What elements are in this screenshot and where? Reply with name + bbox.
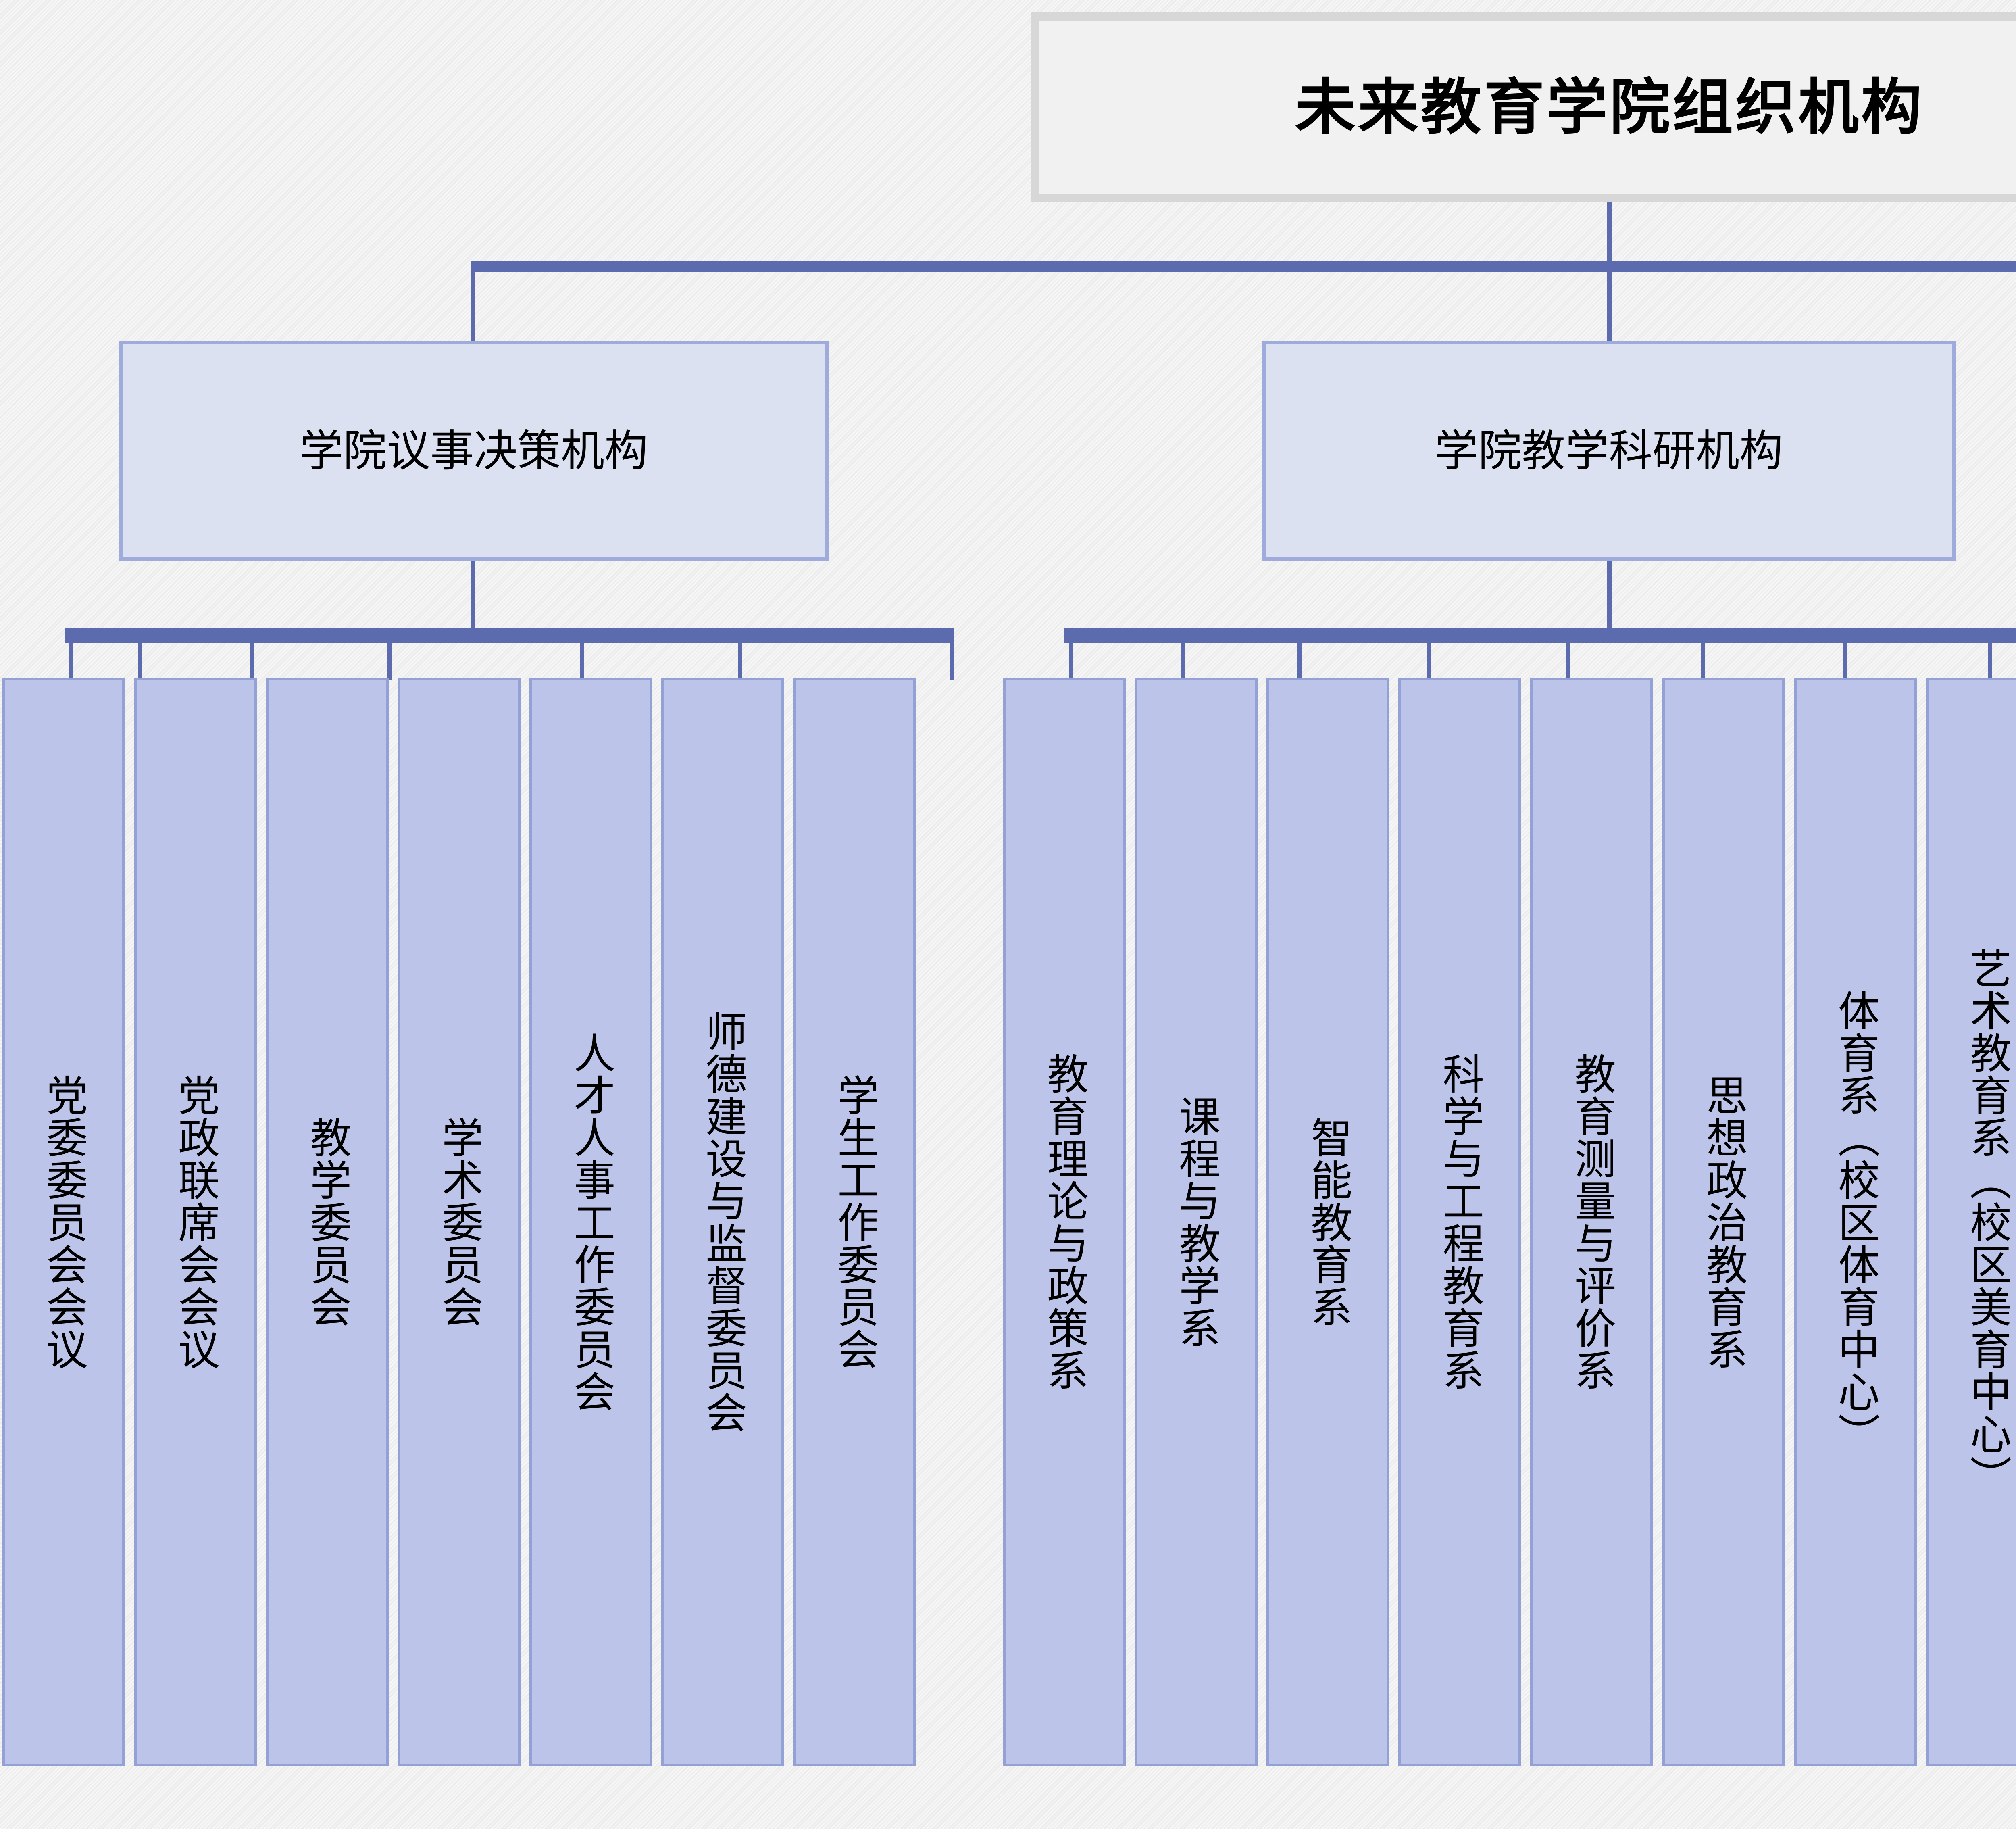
root-node: 未来教育学院组织机构 xyxy=(1031,12,2016,202)
leaf-label: 师德建设与监督委员会 xyxy=(700,1010,746,1434)
leaf-node[interactable]: 师德建设与监督委员会 xyxy=(661,678,784,1766)
leaf-label: 课程与教学系 xyxy=(1173,1095,1220,1349)
top-distribution-bus xyxy=(471,261,2016,272)
branch-node-academic[interactable]: 学院教学科研机构 xyxy=(1262,341,1956,561)
branch-node-decision[interactable]: 学院议事决策机构 xyxy=(119,341,829,561)
leaf-drop-connector xyxy=(1427,639,1431,680)
leaf-drop-connector xyxy=(1843,639,1847,680)
leaf-node[interactable]: 教育理论与政策系 xyxy=(1003,678,1126,1766)
branch-label-line1: 学院教学科研机构 xyxy=(1434,426,1783,475)
leaf-node[interactable]: 体育系（校区体育中心） xyxy=(1794,678,1917,1766)
leaf-drop-connector xyxy=(1069,639,1073,680)
leaf-drop-connector xyxy=(250,639,254,680)
leaf-label: 党政联席会会议 xyxy=(172,1074,219,1370)
leaf-label: 科学与工程教育系 xyxy=(1437,1053,1483,1391)
leaf-label: 党委委员会会议 xyxy=(40,1074,87,1370)
leaf-drop-connector xyxy=(580,639,584,680)
leaf-drop-connector xyxy=(69,639,73,680)
page-title: 未来教育学院组织机构 xyxy=(1295,73,1924,141)
leaf-label: 教育测量与评价系 xyxy=(1568,1053,1615,1391)
leaf-node[interactable]: 人才人事工作委员会 xyxy=(529,678,652,1766)
leaf-node[interactable]: 学术委员会 xyxy=(398,678,521,1766)
leaf-label: 思想政治教育系 xyxy=(1700,1074,1747,1370)
branch-label-line1: 学院议事决策机构 xyxy=(299,426,648,475)
leaf-label: 智能教育系 xyxy=(1305,1116,1352,1328)
branch2-stem-connector xyxy=(1607,561,1612,633)
branch-drop-connector-1 xyxy=(471,261,475,342)
leaf-label: 人才人事工作委员会 xyxy=(568,1031,614,1413)
leaf-drop-connector xyxy=(1181,639,1185,680)
leaf-label: 学生工作委员会 xyxy=(831,1074,878,1370)
leaf-node[interactable]: 学生工作委员会 xyxy=(793,678,916,1766)
leaf-node[interactable]: 智能教育系 xyxy=(1266,678,1389,1766)
root-stem-connector xyxy=(1607,202,1612,264)
leaf-node[interactable]: 课程与教学系 xyxy=(1135,678,1258,1766)
leaf-drop-connector xyxy=(387,639,392,680)
leaf-drop-connector xyxy=(1297,639,1302,680)
leaf-drop-connector xyxy=(1988,639,1992,680)
leaf-node[interactable]: 党委委员会会议 xyxy=(2,678,125,1766)
branch-drop-connector-2 xyxy=(1607,261,1612,342)
leaf-distribution-bus-2 xyxy=(1064,628,2016,643)
leaf-drop-connector xyxy=(1566,639,1570,680)
leaf-drop-connector xyxy=(1701,639,1705,680)
leaf-drop-connector xyxy=(738,639,742,680)
leaf-label: 学术委员会 xyxy=(436,1116,483,1328)
branch1-stem-connector xyxy=(471,561,475,633)
leaf-drop-connector xyxy=(138,639,142,680)
leaf-node[interactable]: 教学委员会 xyxy=(266,678,389,1766)
leaf-drop-connector xyxy=(950,639,954,680)
leaf-distribution-bus-1 xyxy=(65,628,954,643)
leaf-label: 体育系（校区体育中心） xyxy=(1832,989,1879,1455)
leaf-label: 艺术教育系（校区美育中心） xyxy=(1964,947,2011,1497)
leaf-node[interactable]: 教育测量与评价系 xyxy=(1530,678,1653,1766)
leaf-node[interactable]: 艺术教育系（校区美育中心） xyxy=(1926,678,2016,1766)
leaf-label: 教育理论与政策系 xyxy=(1041,1053,1088,1391)
leaf-node[interactable]: 科学与工程教育系 xyxy=(1398,678,1521,1766)
leaf-node[interactable]: 党政联席会会议 xyxy=(134,678,257,1766)
leaf-node[interactable]: 思想政治教育系 xyxy=(1662,678,1785,1766)
leaf-label: 教学委员会 xyxy=(304,1116,351,1328)
